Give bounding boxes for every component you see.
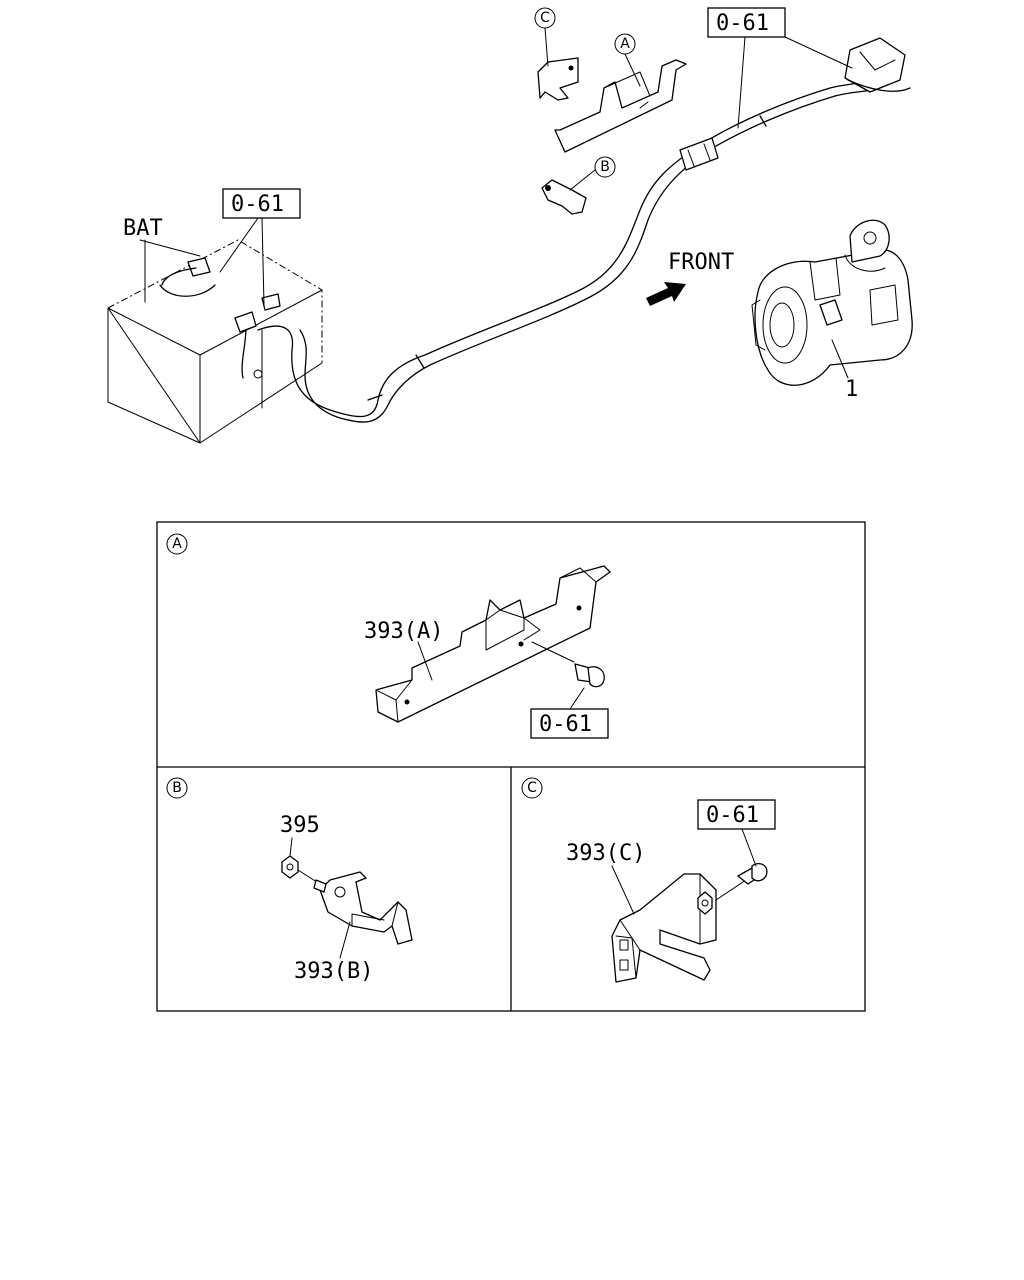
panel-a-title: A [172,536,182,552]
bracket-b-top [541,179,587,215]
ref-box-battery: 0-61 [219,188,301,306]
part-393b-leader [339,921,351,959]
part-393b-label: 393(B) [294,959,373,984]
part-1-label: 1 [845,377,858,402]
bat-label: BAT [123,216,163,241]
panel-c: C 393(C) 0-61 [521,777,776,983]
front-arrow [646,282,686,306]
part-393a-label: 393(A) [364,619,443,644]
part-393a-leader [417,641,433,681]
starter-cable [257,37,911,423]
detail-panels [156,521,866,1012]
svg-text:C: C [540,10,550,26]
ref-label-panel-c: 0-61 [706,803,759,828]
ref-leader-panel-c [741,828,757,867]
part-393c-label: 393(C) [566,841,645,866]
callout-c: C [534,7,556,67]
bracket-c-top [537,57,579,101]
callout-b: B [569,156,616,191]
ref-leader-panel-a [569,687,585,710]
panel-a: A 393(A) 0-61 [166,533,611,739]
svg-text:B: B [600,159,610,175]
part-395-label: 395 [280,813,320,838]
ref-label-battery: 0-61 [231,192,284,217]
ref-box-cable: 0-61 [707,7,853,129]
ref-label-cable: 0-61 [716,11,769,36]
panel-b-title: B [172,780,182,796]
ref-label-panel-a: 0-61 [539,712,592,737]
callout-a: A [614,33,641,87]
battery [107,239,323,444]
part-395-leader [289,837,293,857]
part-1-leader [831,339,849,379]
bat-leader [139,239,201,257]
part-393c-leader [611,865,635,915]
svg-text:A: A [620,36,630,52]
starter-motor [751,219,913,386]
panel-b: B 395 393(B) [166,777,413,984]
front-label: FRONT [668,250,734,275]
bracket-a-top [554,59,687,153]
panel-c-title: C [527,780,537,796]
